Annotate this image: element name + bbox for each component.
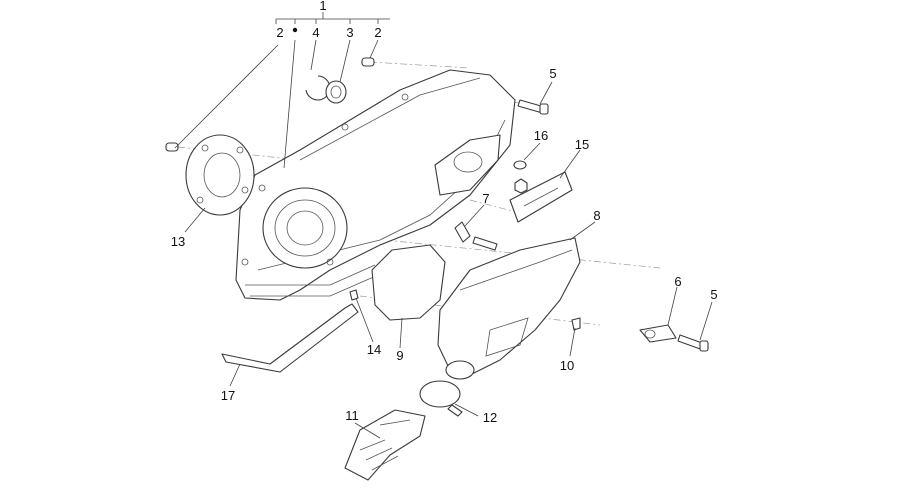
callout-5-lower: 5 (710, 287, 717, 302)
bracket-7 (454, 221, 498, 251)
bullet-dot-icon (292, 27, 298, 33)
callout-1: 1 (319, 0, 326, 13)
air-filter-housing-8 (437, 237, 581, 380)
washer-nut-16 (513, 160, 528, 194)
callout-5-upper: 5 (549, 66, 556, 81)
bearing-3 (325, 80, 347, 104)
screw-10 (571, 317, 581, 331)
callout-3: 3 (346, 25, 353, 40)
callout-13: 13 (171, 234, 185, 249)
callout-labels: 1 2 4 3 2 5 16 15 7 8 13 6 5 14 9 10 17 … (171, 0, 718, 425)
callout-4: 4 (312, 25, 319, 40)
callout-12: 12 (483, 410, 497, 425)
leader-lines (174, 12, 713, 439)
badge-plate-15 (509, 171, 573, 223)
screw-14 (349, 289, 359, 301)
gasket-9 (371, 244, 446, 321)
rod-17 (221, 303, 359, 373)
callout-7: 7 (482, 191, 489, 206)
callout-10: 10 (560, 358, 574, 373)
callout-2-right: 2 (374, 25, 381, 40)
callout-9: 9 (396, 348, 403, 363)
callout-6: 6 (674, 274, 681, 289)
cover-plate-13 (185, 134, 255, 216)
callout-16: 16 (534, 128, 548, 143)
intake-bellows-11 (344, 409, 426, 481)
hose-clamp-12 (419, 380, 463, 417)
dowel-pins-2 (165, 57, 375, 152)
callout-2-left: 2 (276, 25, 283, 40)
bolt-5-lower (677, 334, 709, 352)
callout-17: 17 (221, 388, 235, 403)
callout-11: 11 (345, 408, 359, 423)
bolt-5-upper (517, 99, 549, 115)
callout-15: 15 (575, 137, 589, 152)
crankcase-cover (235, 69, 516, 301)
callout-8: 8 (593, 208, 600, 223)
clamp-6 (639, 324, 677, 343)
callout-14: 14 (367, 342, 381, 357)
